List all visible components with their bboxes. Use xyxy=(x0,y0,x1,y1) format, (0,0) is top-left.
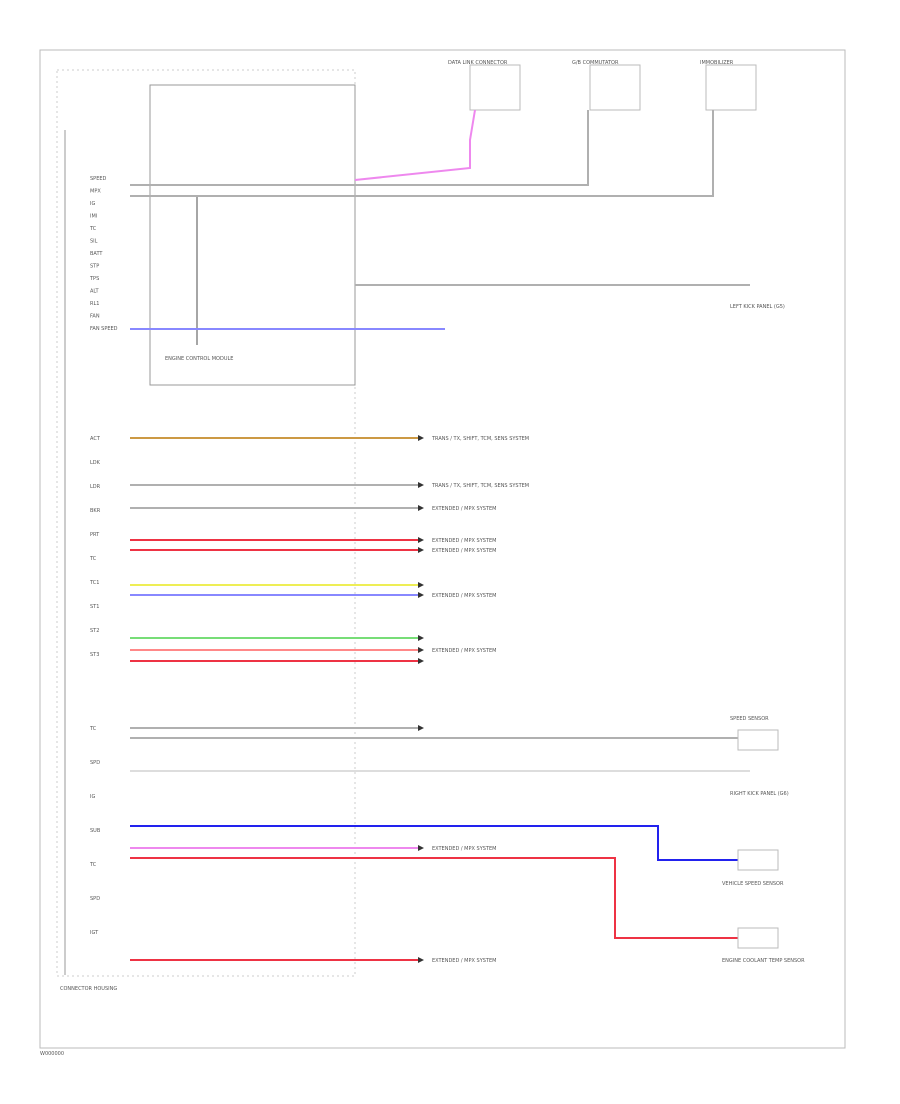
sensor-box-3 xyxy=(737,927,779,949)
arrow-head-0 xyxy=(418,435,424,441)
label-sensor-2: VEHICLE SPEED SENSOR xyxy=(722,881,784,887)
pin-label-mid-4: PRT xyxy=(90,532,100,538)
pin-label-top-6: BATT xyxy=(90,251,103,257)
pin-label-mid-7: ST1 xyxy=(90,604,99,610)
pin-label-mid-9: ST3 xyxy=(90,652,99,658)
wire-gray-top-2 xyxy=(130,110,714,197)
destination-label-11: EXTENDED / MPX SYSTEM xyxy=(432,846,496,852)
label-main-ecu: ENGINE CONTROL MODULE xyxy=(165,356,233,362)
pin-label-top-5: SIL xyxy=(90,239,98,245)
label-bottom-box: CONNECTOR HOUSING xyxy=(60,986,117,992)
destination-label-2: EXTENDED / MPX SYSTEM xyxy=(432,506,496,512)
connector-header-1: DATA LINK CONNECTOR xyxy=(448,60,508,66)
arrow-head-4 xyxy=(418,547,424,553)
pin-label-top-11: FAN xyxy=(90,314,100,320)
pin-label-top-0: SPEED xyxy=(90,176,107,182)
pin-label-bot-5: SPD xyxy=(90,896,100,902)
arrow-head-1 xyxy=(418,482,424,488)
label-ground-right: RIGHT KICK PANEL (G6) xyxy=(730,791,789,797)
sensor-box-1 xyxy=(737,729,779,751)
destination-label-8: EXTENDED / MPX SYSTEM xyxy=(432,648,496,654)
destination-label-0: TRANS / TX, SHIFT, TCM, SENS SYSTEM xyxy=(431,436,529,442)
pin-label-mid-3: BKR xyxy=(90,508,101,514)
arrow-head-8 xyxy=(418,647,424,653)
pin-label-mid-8: ST2 xyxy=(90,628,99,634)
wire-pink-top xyxy=(354,109,476,181)
destination-label-12: EXTENDED / MPX SYSTEM xyxy=(432,958,496,964)
pin-label-top-12: FAN SPEED xyxy=(90,326,118,332)
pin-label-top-8: TPS xyxy=(89,276,99,282)
pin-label-top-4: TC xyxy=(89,226,97,232)
pin-label-mid-5: TC xyxy=(89,556,97,562)
wire-gray-top-1 xyxy=(130,110,589,186)
pin-label-top-2: IG xyxy=(90,201,95,207)
connector-header-3: IMMOBILIZER xyxy=(700,60,734,66)
destination-label-3: EXTENDED / MPX SYSTEM xyxy=(432,538,496,544)
ecu-housing xyxy=(56,69,356,977)
pin-label-bot-3: SUB xyxy=(90,828,101,834)
destination-label-4: EXTENDED / MPX SYSTEM xyxy=(432,548,496,554)
pin-label-bot-6: IGT xyxy=(90,930,99,936)
ecu-box xyxy=(149,84,356,386)
pin-label-mid-2: LDR xyxy=(90,484,101,490)
stub-wires: TRANS / TX, SHIFT, TCM, SENS SYSTEM TRANS… xyxy=(130,435,529,964)
diagram-frame xyxy=(39,49,846,1049)
arrow-head-10 xyxy=(418,725,424,731)
pin-label-mid-1: LDK xyxy=(90,460,101,466)
pin-label-top-3: IMI xyxy=(90,214,97,220)
pin-label-top-9: ALT xyxy=(90,289,100,295)
label-sensor-1: SPEED SENSOR xyxy=(730,716,769,722)
arrow-head-2 xyxy=(418,505,424,511)
connector-box-2 xyxy=(589,64,641,111)
pin-label-bot-0: TC xyxy=(89,726,97,732)
destination-label-6: EXTENDED / MPX SYSTEM xyxy=(432,593,496,599)
connector-header-2: G/B COMMUTATOR xyxy=(572,60,619,66)
pin-label-mid-6: TC1 xyxy=(89,580,99,586)
arrow-head-11 xyxy=(418,845,424,851)
arrow-head-12 xyxy=(418,957,424,963)
footer-code: W000000 xyxy=(40,1051,64,1057)
pin-label-bot-2: IG xyxy=(90,794,95,800)
pin-label-top-1: MPX xyxy=(90,189,101,195)
wire-red-long xyxy=(130,857,738,939)
arrow-head-6 xyxy=(418,592,424,598)
sensor-box-2 xyxy=(737,849,779,871)
connector-box-1 xyxy=(469,64,521,111)
arrow-head-5 xyxy=(418,582,424,588)
wire-blue-long xyxy=(130,825,738,861)
label-sensor-3: ENGINE COOLANT TEMP SENSOR xyxy=(722,958,805,964)
static-wires xyxy=(130,109,750,939)
pin-label-bot-1: SPD xyxy=(90,760,100,766)
pin-label-top-10: RL1 xyxy=(90,301,99,307)
arrow-head-3 xyxy=(418,537,424,543)
label-ground-left: LEFT KICK PANEL (G5) xyxy=(730,304,785,310)
pin-label-mid-0: ACT xyxy=(90,436,101,442)
arrow-head-7 xyxy=(418,635,424,641)
destination-label-1: TRANS / TX, SHIFT, TCM, SENS SYSTEM xyxy=(431,483,529,489)
connector-box-3 xyxy=(705,64,757,111)
pin-label-top-7: STP xyxy=(90,264,99,270)
arrow-head-9 xyxy=(418,658,424,664)
pin-label-bot-4: TC xyxy=(89,862,97,868)
